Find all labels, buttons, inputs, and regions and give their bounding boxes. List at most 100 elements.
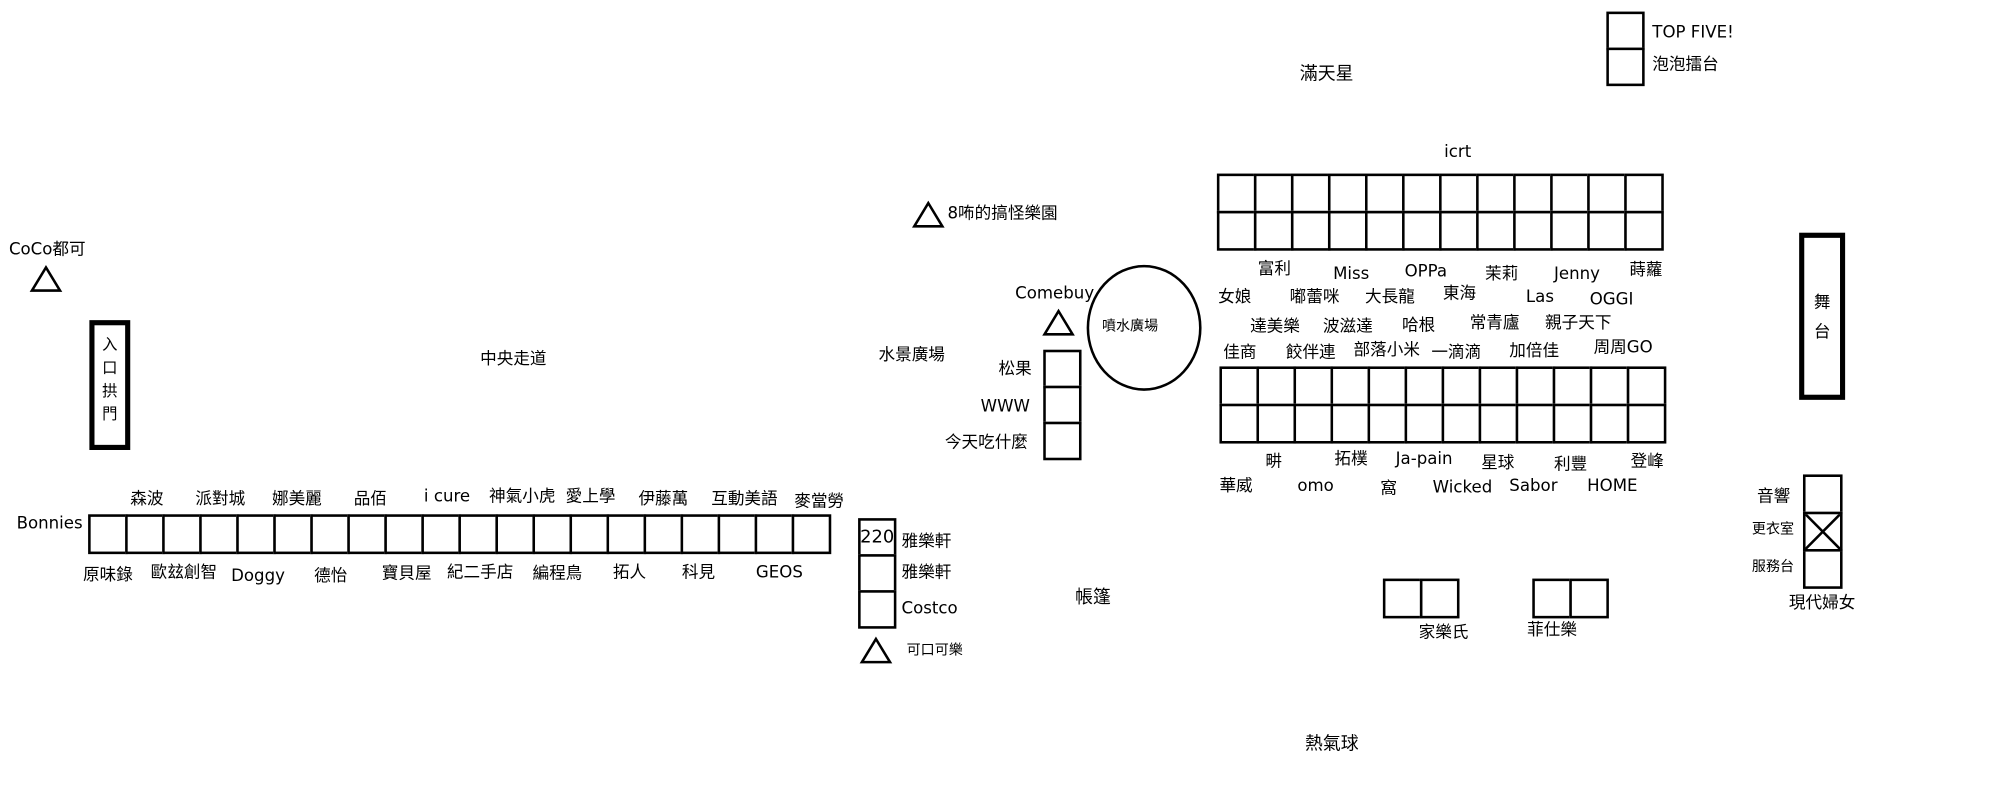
label-water-plaza: 水景廣場 (878, 345, 945, 366)
stall (347, 514, 387, 555)
stall (1367, 403, 1408, 444)
label-top-five: TOP FIVE! (1652, 23, 1734, 43)
label-band: 8咘的搞怪樂園 (947, 204, 1058, 224)
stall-label: 歐玆創智 (150, 563, 218, 583)
stall-label: 登峰 (1630, 452, 1664, 472)
stall (1589, 366, 1630, 407)
stall (162, 514, 202, 555)
stall-pair-feishi (1532, 578, 1609, 619)
stall-label: 部落小米 (1353, 340, 1420, 360)
stall-label: Sabor (1509, 476, 1558, 497)
stall (1256, 366, 1297, 407)
label-changing: 更衣室 (1751, 520, 1795, 538)
stall (1367, 366, 1408, 407)
label-audio: 音響 (1757, 487, 1791, 507)
stall-label: Miss (1333, 264, 1370, 285)
stall (1624, 210, 1664, 251)
label-star: 滿天星 (1299, 64, 1354, 85)
label-modern-woman: 現代婦女 (1788, 593, 1856, 614)
label-bonnies: Bonnies (16, 514, 83, 534)
label-icrt: icrt (1444, 142, 1472, 162)
stall (1290, 210, 1331, 251)
triangle-icon (1042, 308, 1075, 336)
triangle-icon (911, 200, 945, 228)
entrance-arch (89, 320, 131, 450)
stall (1439, 173, 1479, 214)
stall (199, 514, 239, 555)
stall-label: 富利 (1257, 259, 1291, 279)
stall-label: 麥當勞 (794, 492, 845, 512)
stall (1402, 173, 1442, 214)
stall (1513, 173, 1553, 214)
stall-label: 女娘 (1218, 287, 1252, 308)
stall-label: 一滴滴 (1431, 343, 1482, 363)
stall (1515, 366, 1556, 407)
stall (1476, 210, 1516, 251)
stall (1382, 578, 1423, 619)
triangle-icon (29, 264, 63, 292)
label-yale-1: 雅樂軒 (901, 532, 952, 552)
stall-label: HOME (1587, 476, 1638, 497)
stall-label: 蒔蘿 (1629, 260, 1663, 281)
stall-bubble (1606, 47, 1645, 87)
stall-label: 神氣小虎 (489, 487, 556, 507)
stall (680, 514, 721, 555)
stall (858, 554, 897, 593)
stall (1478, 366, 1519, 407)
stall-label: 畊 (1265, 452, 1283, 472)
stall (606, 514, 647, 555)
stall (1043, 349, 1082, 389)
label-jiale: 家樂氏 (1418, 623, 1469, 643)
stall-label: OGGI (1589, 290, 1634, 310)
stall (1293, 366, 1334, 407)
stall (1219, 403, 1260, 444)
stall (1402, 210, 1442, 251)
stall (1419, 578, 1460, 619)
stall-top-five (1606, 11, 1645, 51)
stall-label: 德怡 (314, 566, 348, 587)
stall (1552, 366, 1593, 407)
stall-label: 拓人 (612, 563, 647, 583)
stall-label: 寶貝屋 (381, 564, 432, 584)
stall (1441, 366, 1482, 407)
stall (754, 514, 795, 555)
stall-column-stands (1043, 349, 1082, 461)
stall-label: omo (1297, 476, 1334, 497)
stall-label: 加倍佳 (1509, 341, 1560, 362)
stall-label: 愛上學 (565, 487, 616, 507)
label-tent: 帳篷 (1075, 587, 1111, 609)
stall (1478, 403, 1519, 444)
stall-label: 親子天下 (1545, 313, 1612, 333)
triangle-icon (859, 636, 893, 664)
stall (858, 590, 897, 629)
stall (1253, 173, 1294, 214)
stall (1043, 421, 1082, 461)
stall (1216, 210, 1257, 251)
stall (1532, 578, 1572, 619)
stall (310, 514, 350, 555)
stall (1253, 210, 1294, 251)
stage-label: 舞 台 (1813, 293, 1831, 343)
stall (1330, 403, 1371, 444)
stall-column-yale: 220 (858, 518, 897, 629)
stall (717, 514, 758, 555)
stall (791, 514, 832, 555)
stall (1404, 403, 1445, 444)
stall (1550, 173, 1590, 214)
stall-label: 利豐 (1553, 455, 1588, 475)
stall-label: 森波 (130, 489, 164, 510)
stall (1626, 366, 1667, 407)
stall-block-lower-row2 (1219, 403, 1667, 444)
stall-220: 220 (858, 518, 897, 557)
stall-label: i cure (423, 487, 471, 507)
stall (1587, 210, 1627, 251)
label-pinecone: 松果 (998, 359, 1032, 380)
stall (1365, 173, 1405, 214)
stall-changing-room (1802, 511, 1843, 552)
stall (643, 514, 684, 555)
stall-label: 波滋達 (1322, 317, 1373, 337)
stall (569, 514, 610, 555)
stall (1626, 403, 1667, 444)
stall (1216, 173, 1257, 214)
label-feishi: 菲仕樂 (1527, 620, 1577, 641)
